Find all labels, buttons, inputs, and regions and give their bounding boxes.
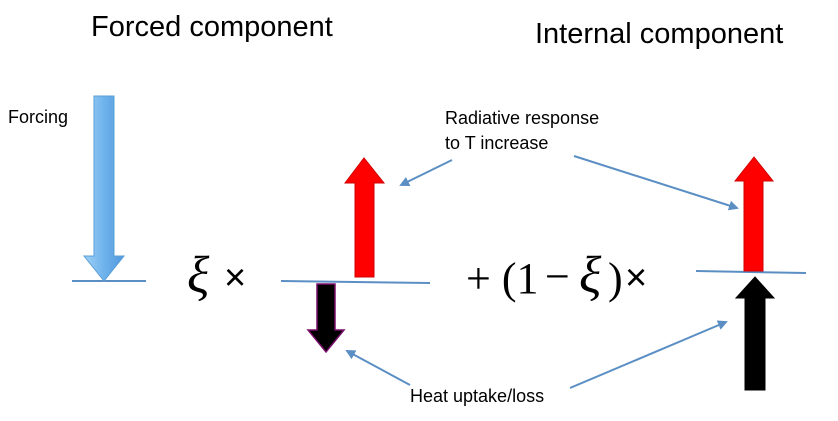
heading-forced-component: Forced component [91, 11, 333, 43]
math-plus-open: + (1 [466, 254, 539, 303]
label-radiative-line2: to T increase [445, 133, 549, 153]
internal-radiative-arrow [733, 156, 775, 272]
math-times-1: × [224, 257, 247, 299]
math-xi-1: ξ [187, 247, 210, 304]
label-forcing: Forcing [8, 107, 69, 127]
callout-radiative-to-internal [573, 155, 739, 211]
math-times-2: × [625, 257, 648, 299]
callout-radiative-to-forced [399, 159, 453, 186]
internal-heat-arrow [734, 276, 776, 391]
forced-heat-arrow [306, 283, 346, 354]
forced-radiative-arrow [343, 157, 386, 278]
forcing-arrow [82, 95, 126, 282]
math-xi-2: ξ [579, 247, 602, 304]
math-minus: − [545, 252, 570, 301]
internal-baseline [695, 270, 807, 274]
math-close: ) [608, 254, 623, 303]
heading-internal-component: Internal component [535, 18, 784, 50]
forced-baseline [280, 280, 431, 284]
callout-heat-to-internal [569, 320, 728, 389]
label-heat-uptake: Heat uptake/loss [410, 386, 545, 406]
label-radiative-line1: Radiative response [445, 108, 600, 128]
callout-heat-to-forced [345, 350, 411, 386]
